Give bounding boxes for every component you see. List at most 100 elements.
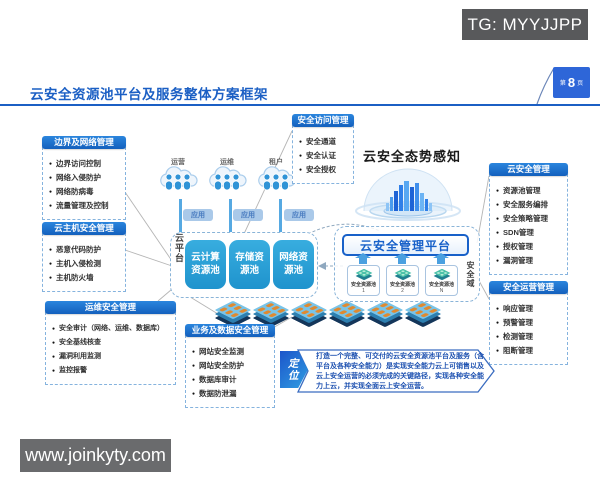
bullet-icon xyxy=(49,201,52,211)
security-resource-pool: 安全资源池 N xyxy=(425,265,458,296)
bullet-icon xyxy=(52,352,55,362)
bullet-icon xyxy=(49,259,52,269)
list-item: 安全审计（网络、运维、数据库） xyxy=(52,324,172,334)
list-item: 检测管理 xyxy=(496,332,564,342)
panel-cloud-host-title: 云主机安全管理 xyxy=(42,222,126,235)
panel-ops-security-body: 安全审计（网络、运维、数据库） 安全基线核查 漏洞利用监测 监控报警 xyxy=(45,312,176,385)
stack-icon xyxy=(354,267,374,281)
stack-icon xyxy=(432,267,452,281)
security-resource-pool: 安全资源池 1 xyxy=(347,265,380,296)
panel-biz-data-body: 网站安全监测 网站安全防护 数据库审计 数据防泄漏 xyxy=(185,335,275,408)
list-item: 流量管理及控制 xyxy=(49,201,122,211)
app-chip: 应用 xyxy=(284,209,314,221)
list-item: 安全服务编排 xyxy=(496,200,564,210)
bullet-icon xyxy=(192,375,195,385)
list-item: 主机防火墙 xyxy=(49,273,122,283)
stack-icon xyxy=(393,267,413,281)
positioning-label: 定位 xyxy=(288,357,299,382)
page-number: 8 xyxy=(567,75,576,90)
users-cloud-icon xyxy=(160,166,198,191)
situation-awareness-dome xyxy=(355,168,461,221)
panel-access-mgmt: 安全访问管理 安全通道 安全认证 安全授权 xyxy=(292,114,354,184)
resource-pool-compute: 云计算资源池 xyxy=(185,240,226,289)
users-cloud-icon xyxy=(258,166,296,191)
list-item: 阻断管理 xyxy=(496,346,564,356)
title-divider xyxy=(0,104,600,106)
down-arrow-icon xyxy=(175,199,186,240)
list-item: 漏洞管理 xyxy=(496,256,564,266)
list-item: 安全授权 xyxy=(299,165,350,175)
list-item: 数据库审计 xyxy=(192,375,271,385)
cloud-platform-label: 云平台 xyxy=(174,233,184,263)
situation-awareness-title: 云安全态势感知 xyxy=(362,149,461,164)
bullet-icon xyxy=(496,228,499,238)
bullet-icon xyxy=(52,324,55,334)
security-domain-box: 云安全管理平台 安全资源池 1 安全资源池 2 安全资源池 N 安全域 xyxy=(334,226,480,302)
list-item: 授权管理 xyxy=(496,242,564,252)
user-group-label: 运维 xyxy=(220,159,234,166)
panel-biz-data: 业务及数据安全管理 网站安全监测 网站安全防护 数据库审计 数据防泄漏 xyxy=(185,324,275,408)
positioning-text: 打造一个完整、可交付的云安全资源池平台及服务（含平台及各种安全能力）是实现安全能… xyxy=(316,353,484,391)
bullet-icon xyxy=(496,332,499,342)
cloud-platform-box: 云平台 云计算资源池 存储资源池 网络资源池 xyxy=(170,232,318,298)
panel-border-network-body: 边界访问控制 网络入侵防护 网络防病毒 流量管理及控制 xyxy=(42,147,126,220)
up-arrow-icon xyxy=(433,253,449,264)
panel-sec-ops-mgmt-title: 安全运营管理 xyxy=(489,281,568,294)
panel-cloud-host-body: 恶意代码防护 主机入侵检测 主机防火墙 xyxy=(42,233,126,292)
list-item: 边界访问控制 xyxy=(49,159,122,169)
panel-border-network: 边界及网络管理 边界访问控制 网络入侵防护 网络防病毒 流量管理及控制 xyxy=(42,136,126,220)
list-item: 响应管理 xyxy=(496,304,564,314)
list-item: SDN管理 xyxy=(496,228,564,238)
bullet-icon xyxy=(496,242,499,252)
bullet-icon xyxy=(299,151,302,161)
panel-cloud-sec-mgmt-body: 资源池管理 安全服务编排 安全策略管理 SDN管理 授权管理 漏洞管理 xyxy=(489,174,568,275)
list-item: 监控报警 xyxy=(52,366,172,376)
panel-access-mgmt-title: 安全访问管理 xyxy=(292,114,354,127)
page-number-badge: 第 8 页 xyxy=(553,67,590,98)
list-item: 漏洞利用监测 xyxy=(52,352,172,362)
bullet-icon xyxy=(299,137,302,147)
up-arrow-icon xyxy=(355,253,371,264)
panel-ops-security-title: 运维安全管理 xyxy=(45,301,176,314)
page-suffix: 页 xyxy=(577,81,584,87)
user-group-label: 租户 xyxy=(269,159,283,166)
list-item: 资源池管理 xyxy=(496,186,564,196)
list-item: 网站安全防护 xyxy=(192,361,271,371)
list-item: 数据防泄漏 xyxy=(192,389,271,399)
bullet-icon xyxy=(496,186,499,196)
server-stack xyxy=(290,296,328,330)
list-item: 预警管理 xyxy=(496,318,564,328)
panel-cloud-host: 云主机安全管理 恶意代码防护 主机入侵检测 主机防火墙 xyxy=(42,222,126,292)
bullet-icon xyxy=(299,165,302,175)
bullet-icon xyxy=(496,214,499,224)
panel-sec-ops-mgmt-body: 响应管理 预警管理 检测管理 阻断管理 xyxy=(489,292,568,365)
bullet-icon xyxy=(496,200,499,210)
panel-ops-security: 运维安全管理 安全审计（网络、运维、数据库） 安全基线核查 漏洞利用监测 监控报… xyxy=(45,301,176,385)
bullet-icon xyxy=(496,256,499,266)
panel-biz-data-title: 业务及数据安全管理 xyxy=(185,324,275,337)
users-cloud-icon xyxy=(209,166,247,191)
bullet-icon xyxy=(192,361,195,371)
positioning-banner-outline xyxy=(296,349,495,393)
bullet-icon xyxy=(49,187,52,197)
site-watermark: www.joinkyty.com xyxy=(20,439,171,472)
list-item: 网站安全监测 xyxy=(192,347,271,357)
page-title: 云安全资源池平台及服务整体方案框架 xyxy=(30,87,268,102)
bullet-icon xyxy=(49,159,52,169)
bullet-icon xyxy=(496,304,499,314)
list-item: 网络入侵防护 xyxy=(49,173,122,183)
user-group-label: 运营 xyxy=(171,159,185,166)
app-chip: 应用 xyxy=(233,209,263,221)
list-item: 安全通道 xyxy=(299,137,350,147)
resource-pool-storage: 存储资源池 xyxy=(229,240,270,289)
list-item: 安全策略管理 xyxy=(496,214,564,224)
bullet-icon xyxy=(49,245,52,255)
page-prefix: 第 xyxy=(559,81,566,87)
panel-access-mgmt-body: 安全通道 安全认证 安全授权 xyxy=(292,125,354,184)
security-domain-label: 安全域 xyxy=(466,261,475,288)
down-arrow-icon xyxy=(275,199,286,240)
up-arrow-icon xyxy=(394,253,410,264)
list-item: 安全基线核查 xyxy=(52,338,172,348)
list-item: 网络防病毒 xyxy=(49,187,122,197)
list-item: 安全认证 xyxy=(299,151,350,161)
